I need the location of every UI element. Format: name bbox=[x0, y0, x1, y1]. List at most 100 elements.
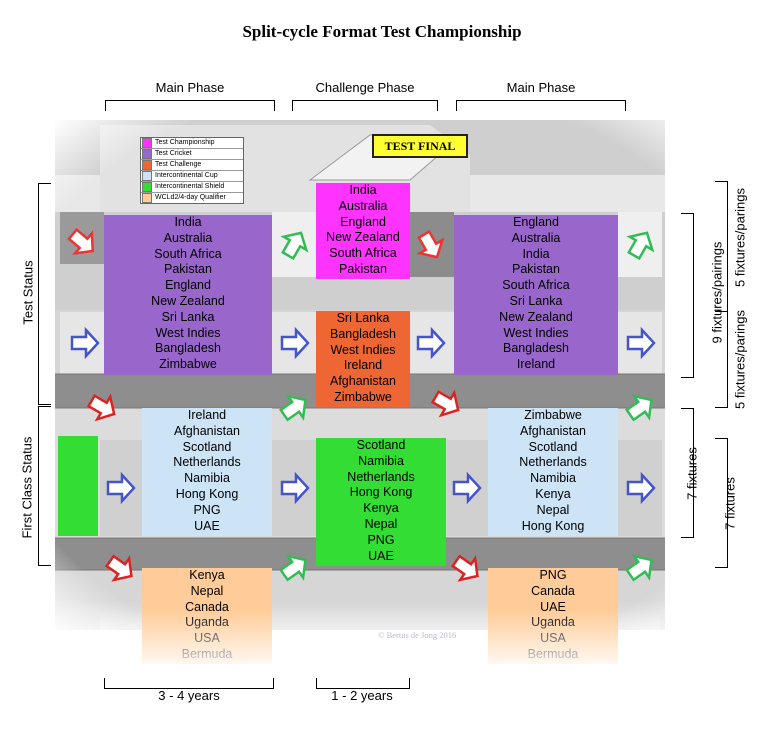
team-name: Zimbabwe bbox=[159, 357, 217, 372]
team-name: Hong Kong bbox=[521, 518, 585, 533]
bracket-r2 bbox=[681, 213, 694, 378]
team-name: USA bbox=[194, 631, 220, 646]
bracket-main-left bbox=[105, 100, 275, 111]
team-name: Namibia bbox=[530, 471, 576, 486]
team-name: England bbox=[165, 278, 211, 293]
team-name: Pakistan bbox=[339, 261, 387, 276]
team-name: PNG bbox=[193, 502, 221, 517]
legend-label: Intercontinental Shield bbox=[155, 182, 225, 190]
note-r1a: 5 fixtures/parings bbox=[732, 188, 748, 287]
team-name: PNG bbox=[539, 568, 567, 582]
team-name: Namibia bbox=[184, 471, 230, 486]
bracket-r1b bbox=[715, 311, 728, 408]
team-name: India bbox=[522, 246, 550, 261]
team-name: Sri Lanka bbox=[161, 309, 215, 324]
phase-label-challenge: Challenge Phase bbox=[315, 80, 415, 95]
team-name: Scotland bbox=[182, 439, 232, 454]
team-name: Australia bbox=[338, 198, 388, 213]
team-name: UAE bbox=[540, 599, 566, 614]
credit: © Bertus de Jong 2016 bbox=[378, 630, 457, 640]
note-r2: 9 fixtures/pairings bbox=[709, 241, 725, 344]
duration-left: 3 - 4 years bbox=[158, 688, 220, 703]
team-name: Bangladesh bbox=[502, 341, 570, 356]
legend-swatch bbox=[142, 138, 152, 148]
team-name: England bbox=[513, 215, 559, 229]
legend-swatch bbox=[142, 182, 152, 192]
bracket-challenge bbox=[292, 100, 438, 111]
team-name: Bermuda bbox=[181, 646, 233, 661]
legend-swatch bbox=[142, 193, 152, 203]
legend-swatch bbox=[142, 171, 152, 181]
team-name: Scotland bbox=[528, 439, 578, 454]
team-name: West Indies bbox=[330, 342, 396, 357]
team-name: Uganda bbox=[531, 615, 575, 630]
team-name: India bbox=[349, 183, 377, 197]
team-name: Canada bbox=[531, 583, 575, 598]
team-name: Netherlands bbox=[519, 455, 587, 470]
bracket-duration-middle bbox=[316, 678, 410, 689]
team-name: Australia bbox=[511, 230, 561, 245]
team-name: PNG bbox=[367, 532, 395, 547]
phase-label-main-right: Main Phase bbox=[506, 80, 576, 95]
legend-label: Intercontinental Cup bbox=[155, 171, 218, 179]
legend-label: Test Challenge bbox=[155, 160, 202, 168]
test-final-label: TEST FINAL bbox=[372, 134, 468, 158]
team-name: Zimbabwe bbox=[524, 408, 582, 422]
team-name: Kenya bbox=[363, 501, 399, 516]
team-name: New Zealand bbox=[151, 293, 225, 308]
legend-item: WCLd2/4-day Qualifier bbox=[141, 193, 243, 203]
team-name: Netherlands bbox=[347, 469, 415, 484]
bracket-r4 bbox=[715, 438, 728, 568]
team-name: England bbox=[340, 214, 386, 229]
team-name: Sri Lanka bbox=[336, 311, 390, 325]
team-name: Pakistan bbox=[512, 262, 560, 277]
legend-label: WCLd2/4-day Qualifier bbox=[155, 193, 226, 201]
team-name: Scotland bbox=[356, 438, 406, 452]
note-r4: 7 fixtures bbox=[722, 477, 738, 530]
legend-item: Test Challenge bbox=[141, 160, 243, 171]
team-name: Bangladesh bbox=[154, 341, 222, 356]
team-name: Afghanistan bbox=[329, 374, 397, 389]
team-name: Canada bbox=[185, 599, 229, 614]
legend-label: Test Cricket bbox=[155, 149, 192, 157]
team-name: Nepal bbox=[364, 516, 398, 531]
team-name: South Africa bbox=[154, 246, 222, 261]
team-name: Hong Kong bbox=[349, 485, 413, 500]
legend-swatch bbox=[142, 149, 152, 159]
team-name: Bermuda bbox=[527, 646, 579, 661]
note-r1b: 5 fixtures/parings bbox=[732, 310, 748, 409]
label-first-class-status: First Class Status bbox=[19, 436, 35, 539]
team-name: Sri Lanka bbox=[509, 293, 563, 308]
team-name: UAE bbox=[194, 518, 220, 533]
note-r3: 7 fixtures bbox=[684, 447, 700, 500]
team-name: West Indies bbox=[503, 325, 569, 340]
team-name: Namibia bbox=[358, 453, 404, 468]
bracket-first-class-status bbox=[38, 406, 51, 566]
team-name: Afghanistan bbox=[519, 423, 587, 438]
team-name: Pakistan bbox=[164, 262, 212, 277]
team-name: USA bbox=[540, 631, 566, 646]
team-name: South Africa bbox=[502, 278, 570, 293]
bracket-r3 bbox=[681, 408, 694, 538]
team-name: India bbox=[174, 215, 202, 229]
team-name: Bangladesh bbox=[329, 326, 397, 341]
team-name: Ireland bbox=[187, 408, 227, 422]
team-name: Zimbabwe bbox=[334, 389, 392, 404]
duration-middle: 1 - 2 years bbox=[331, 688, 393, 703]
legend-item: Intercontinental Shield bbox=[141, 182, 243, 193]
label-test-status: Test Status bbox=[20, 260, 36, 325]
legend-swatch bbox=[142, 160, 152, 170]
legend-item: Test Cricket bbox=[141, 149, 243, 160]
phase-label-main-left: Main Phase bbox=[155, 80, 225, 95]
team-name: Nepal bbox=[536, 502, 570, 517]
team-name: Kenya bbox=[189, 568, 225, 582]
